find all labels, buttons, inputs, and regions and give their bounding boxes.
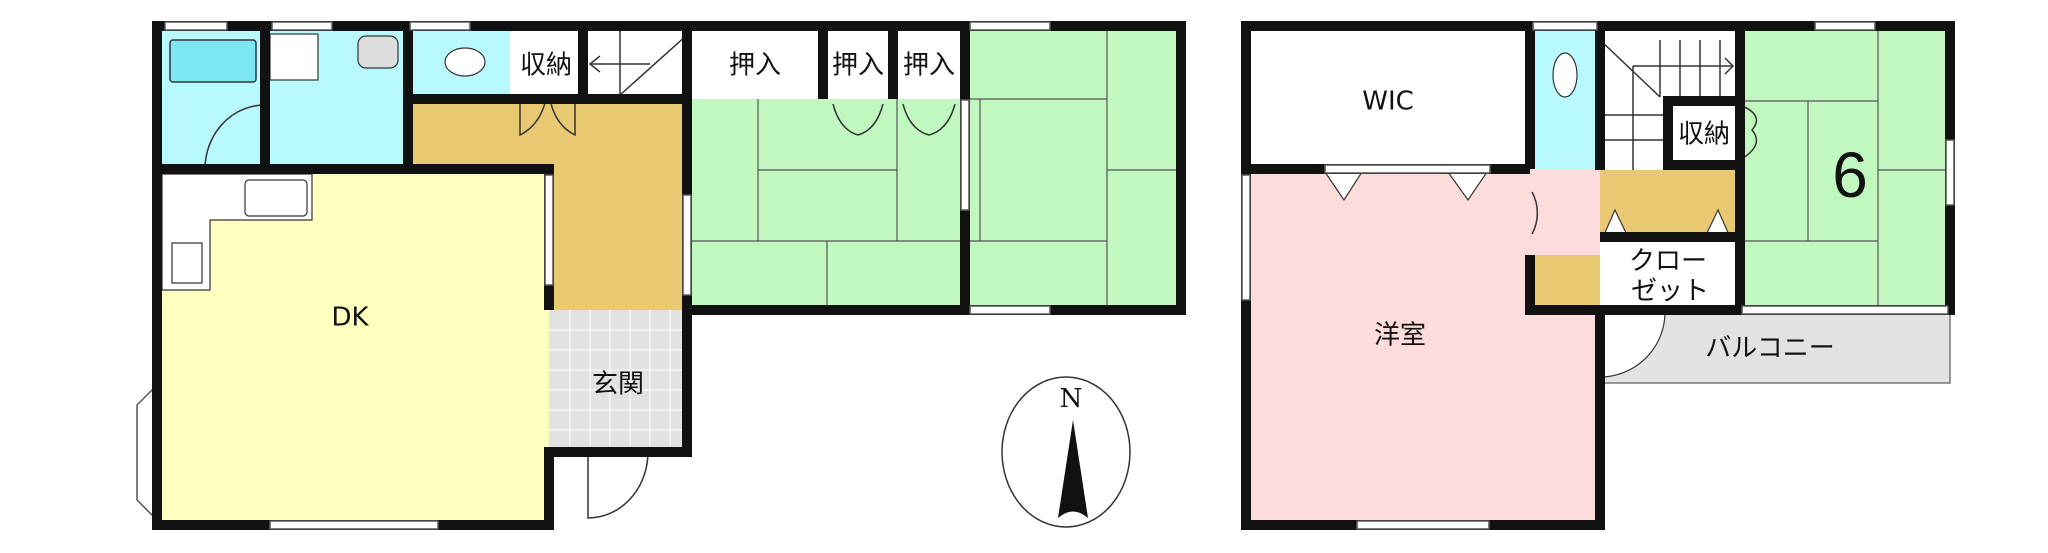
washer-icon (269, 33, 319, 81)
storage-2-door-icon (1739, 104, 1758, 161)
room-size-label: 6 (1832, 139, 1868, 211)
toilet-icon (444, 47, 486, 77)
bathtub-icon (169, 39, 257, 83)
stove-icon (171, 242, 203, 284)
western-room-label: 洋室 (1374, 321, 1426, 351)
closet-1-label: 押入 (729, 51, 781, 81)
tatami-lines-1 (687, 99, 965, 310)
closet-label-line-2: ゼット (1631, 277, 1709, 307)
north-label: N (1060, 384, 1083, 414)
western-room (1246, 169, 1600, 525)
entrance-door-icon[interactable] (587, 451, 649, 519)
windows (1241, 21, 1955, 530)
closet-3 (893, 26, 965, 99)
balcony-label: バルコニー (1705, 334, 1834, 364)
hall (408, 99, 687, 310)
hall-2-lower (1530, 255, 1600, 310)
walk-in-closet (1246, 26, 1530, 169)
storage-room (510, 26, 583, 99)
closet-2 (823, 26, 893, 99)
sink-icon (357, 35, 399, 69)
storage-label: 収納 (520, 51, 572, 81)
entrance (549, 310, 687, 452)
dining-kitchen (157, 169, 549, 525)
closet-3-label: 押入 (903, 51, 955, 81)
floor-2: WIC 洋室 収納 クロー ゼット 6 バルコニー (1241, 21, 1955, 530)
dk-label: DK (331, 303, 369, 333)
bath-door-icon (204, 104, 266, 170)
tatami-room-6 (1740, 26, 1950, 310)
storage-2-label: 収納 (1678, 120, 1730, 150)
floor-1: 収納 DK 玄関 押入 押入 押入 (136, 21, 1186, 530)
closet-1 (687, 26, 823, 99)
entrance-label: 玄関 (592, 370, 644, 400)
stairs-icon (1599, 39, 1735, 170)
entrance-tile-grid (549, 310, 687, 452)
wic-label: WIC (1362, 87, 1414, 117)
north-compass: N (1001, 376, 1131, 528)
closet-label-line-1: クロー (1629, 247, 1707, 277)
closet-room (1600, 237, 1740, 310)
tatami-lines-6 (1740, 26, 1950, 310)
kitchen-sink-icon (244, 179, 308, 217)
closet-2-label: 押入 (832, 51, 884, 81)
toilet-icon (1552, 52, 1578, 98)
compass-arrow-icon (1058, 420, 1088, 518)
tatami-room-1 (687, 99, 965, 310)
windows (164, 21, 1051, 530)
storage-room-2 (1668, 101, 1740, 165)
closet-doors-icon (832, 103, 956, 136)
balcony-door-icon[interactable] (1599, 311, 1666, 378)
toilet-door-icon (1531, 191, 1539, 235)
storage-door-icon (519, 98, 576, 137)
tatami-room-2 (965, 26, 1181, 310)
tatami-lines-2 (965, 26, 1181, 310)
